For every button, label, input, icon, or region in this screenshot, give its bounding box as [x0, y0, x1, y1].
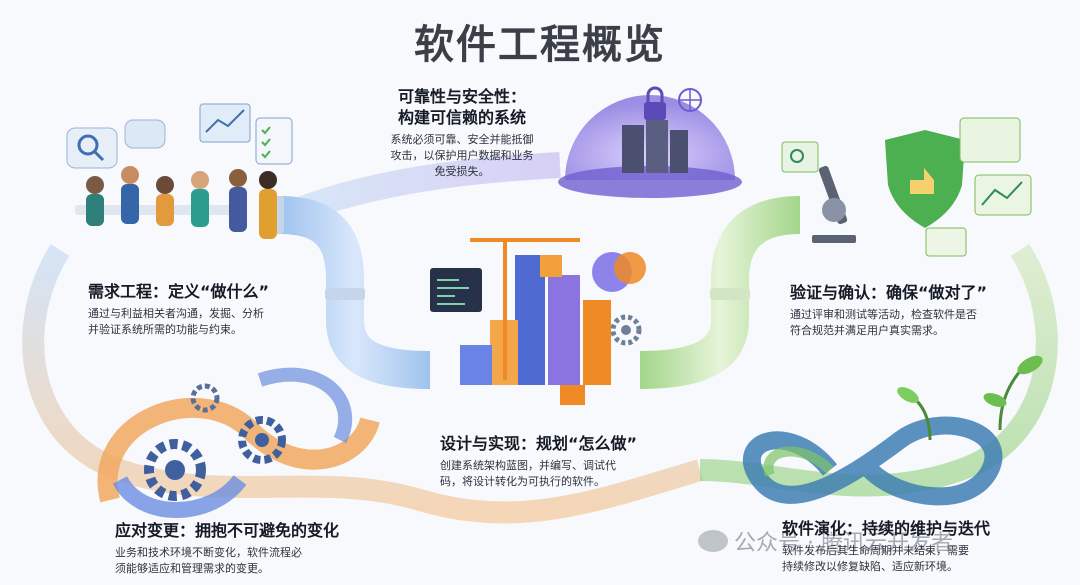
- verification-section: 验证与确认：确保“做对了” 通过评审和测试等活动，检查软件是否 符合规范并满足用…: [790, 282, 1040, 339]
- evolution-description: 软件发布后其生命周期并未结束，需要 持续修改以修复缺陷、适应新环境。: [782, 543, 1042, 575]
- build-scene-illustration: [460, 238, 646, 405]
- design-line: 码，将设计转化为可执行的软件。: [440, 475, 605, 488]
- left-ribbon: [22, 244, 704, 524]
- search-window-icon: [781, 141, 819, 173]
- change-swirl-illustration: [97, 367, 380, 518]
- requirements-section: 需求工程：定义“做什么” 通过与利益相关者沟通，发掘、分析 并验证系统所需的功能…: [88, 281, 318, 338]
- reliability-line: 攻击，以保护用户数据和业务: [390, 149, 534, 162]
- evolution-heading: 软件演化：持续的维护与迭代: [782, 519, 991, 538]
- gear-icon: [144, 439, 206, 501]
- requirements-line: 并验证系统所需的功能与约束。: [88, 323, 242, 336]
- change-section: 应对变更：拥抱不可避免的变化 业务和技术环境不断变化，软件流程必 须能够适应和管…: [115, 520, 375, 577]
- change-line: 须能够适应和管理需求的变更。: [115, 562, 269, 575]
- microscope-icon: [812, 165, 856, 243]
- dome-base: [558, 166, 742, 198]
- reliability-description: 系统必须可靠、安全并能抵御 攻击，以保护用户数据和业务 免受损失。: [362, 132, 562, 180]
- pipe-joint: [710, 288, 750, 300]
- change-line: 业务和技术环境不断变化，软件流程必: [115, 546, 302, 559]
- right-ribbon: [699, 244, 1058, 497]
- left-pipe: [279, 196, 431, 389]
- globe-icon: [678, 88, 702, 112]
- reliability-heading-line2: 构建可信赖的系统: [397, 108, 526, 127]
- infinity-icon: [743, 416, 1003, 506]
- design-section: 设计与实现：规划“怎么做” 创建系统架构蓝图，并编写、调试代 码，将设计转化为可…: [440, 433, 680, 490]
- evolution-line: 软件发布后其生命周期并未结束，需要: [782, 544, 969, 557]
- gear-icon: [238, 416, 286, 464]
- change-heading: 应对变更：拥抱不可避免的变化: [115, 521, 340, 540]
- gear-icon: [190, 383, 220, 413]
- shield-icon: [885, 130, 965, 228]
- change-description: 业务和技术环境不断变化，软件流程必 须能够适应和管理需求的变更。: [115, 545, 375, 577]
- evolution-line: 持续修改以修复缺陷、适应新环境。: [782, 560, 958, 573]
- reliability-section: 可靠性与安全性： 构建可信赖的系统 系统必须可靠、安全并能抵御 攻击，以保护用户…: [362, 86, 562, 180]
- checklist-icon: [255, 117, 293, 165]
- pipe-joint: [325, 288, 365, 300]
- team-meeting-illustration: [75, 166, 277, 239]
- design-line: 创建系统架构蓝图，并编写、调试代: [440, 459, 616, 472]
- design-heading: 设计与实现：规划“怎么做”: [440, 434, 638, 453]
- verification-line: 通过评审和测试等活动，检查软件是否: [790, 308, 977, 321]
- watermark-text: 公众号 · 腾讯云开发者: [734, 531, 953, 556]
- gear-icon: [610, 314, 642, 346]
- requirements-line: 通过与利益相关者沟通，发掘、分析: [88, 307, 264, 320]
- speech-bubble-icon: [124, 119, 166, 149]
- verification-description: 通过评审和测试等活动，检查软件是否 符合规范并满足用户真实需求。: [790, 307, 1040, 339]
- requirements-heading: 需求工程：定义“做什么”: [88, 282, 270, 301]
- page-title: 软件工程概览: [414, 22, 666, 68]
- evolution-section: 软件演化：持续的维护与迭代 软件发布后其生命周期并未结束，需要 持续修改以修复缺…: [782, 518, 1042, 575]
- sprout-icon: [897, 355, 1043, 441]
- report-window-icon: [925, 117, 1032, 257]
- magnifier-icon: [66, 127, 118, 169]
- verification-line: 符合规范并满足用户真实需求。: [790, 324, 944, 337]
- reliability-line: 系统必须可靠、安全并能抵御: [390, 133, 534, 146]
- design-description: 创建系统架构蓝图，并编写、调试代 码，将设计转化为可执行的软件。: [440, 458, 680, 490]
- code-window-icon: [430, 268, 482, 312]
- wechat-icon: [698, 530, 728, 552]
- reliability-line: 免受损失。: [434, 165, 490, 178]
- watermark: 公众号 · 腾讯云开发者: [698, 525, 953, 557]
- verification-heading: 验证与确认：确保“做对了”: [790, 283, 988, 302]
- reliability-heading-line1: 可靠性与安全性：: [397, 87, 526, 106]
- server-icon: [622, 120, 688, 173]
- chart-icon: [199, 103, 251, 143]
- requirements-description: 通过与利益相关者沟通，发掘、分析 并验证系统所需的功能与约束。: [88, 306, 318, 338]
- padlock-icon: [644, 86, 666, 120]
- top-ribbon: [295, 152, 561, 223]
